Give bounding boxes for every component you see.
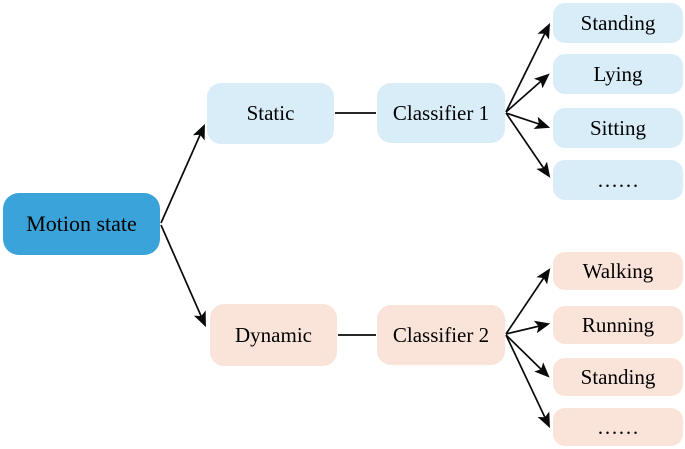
edge-motion-to-dynamic xyxy=(160,224,206,328)
node-leaf-walking: Walking xyxy=(553,252,683,290)
node-leaf-more-dynamic: …… xyxy=(553,408,683,446)
edge-classifier2-to-walking xyxy=(505,268,551,335)
edge-classifier1-to-sitting xyxy=(505,112,551,129)
edge-motion-to-static xyxy=(160,123,205,224)
node-leaf-more-static: …… xyxy=(553,160,683,200)
node-static: Static xyxy=(207,83,334,144)
node-motion-state: Motion state xyxy=(3,193,160,255)
node-leaf-standing-static: Standing xyxy=(553,3,683,43)
node-classifier-1: Classifier 1 xyxy=(377,83,505,143)
edge-classifier2-to-more xyxy=(505,334,550,429)
edge-classifier1-to-more xyxy=(505,112,551,178)
edge-classifier1-to-lying xyxy=(505,73,550,113)
node-leaf-standing-dynamic: Standing xyxy=(553,358,683,396)
node-classifier-2: Classifier 2 xyxy=(377,305,505,365)
node-leaf-running: Running xyxy=(553,306,683,344)
edge-classifier2-to-standing xyxy=(505,334,550,378)
node-leaf-sitting: Sitting xyxy=(553,108,683,148)
node-leaf-lying: Lying xyxy=(553,54,683,94)
node-dynamic: Dynamic xyxy=(210,304,337,366)
edge-classifier1-to-standing xyxy=(505,22,551,113)
edge-classifier2-to-running xyxy=(505,320,551,335)
